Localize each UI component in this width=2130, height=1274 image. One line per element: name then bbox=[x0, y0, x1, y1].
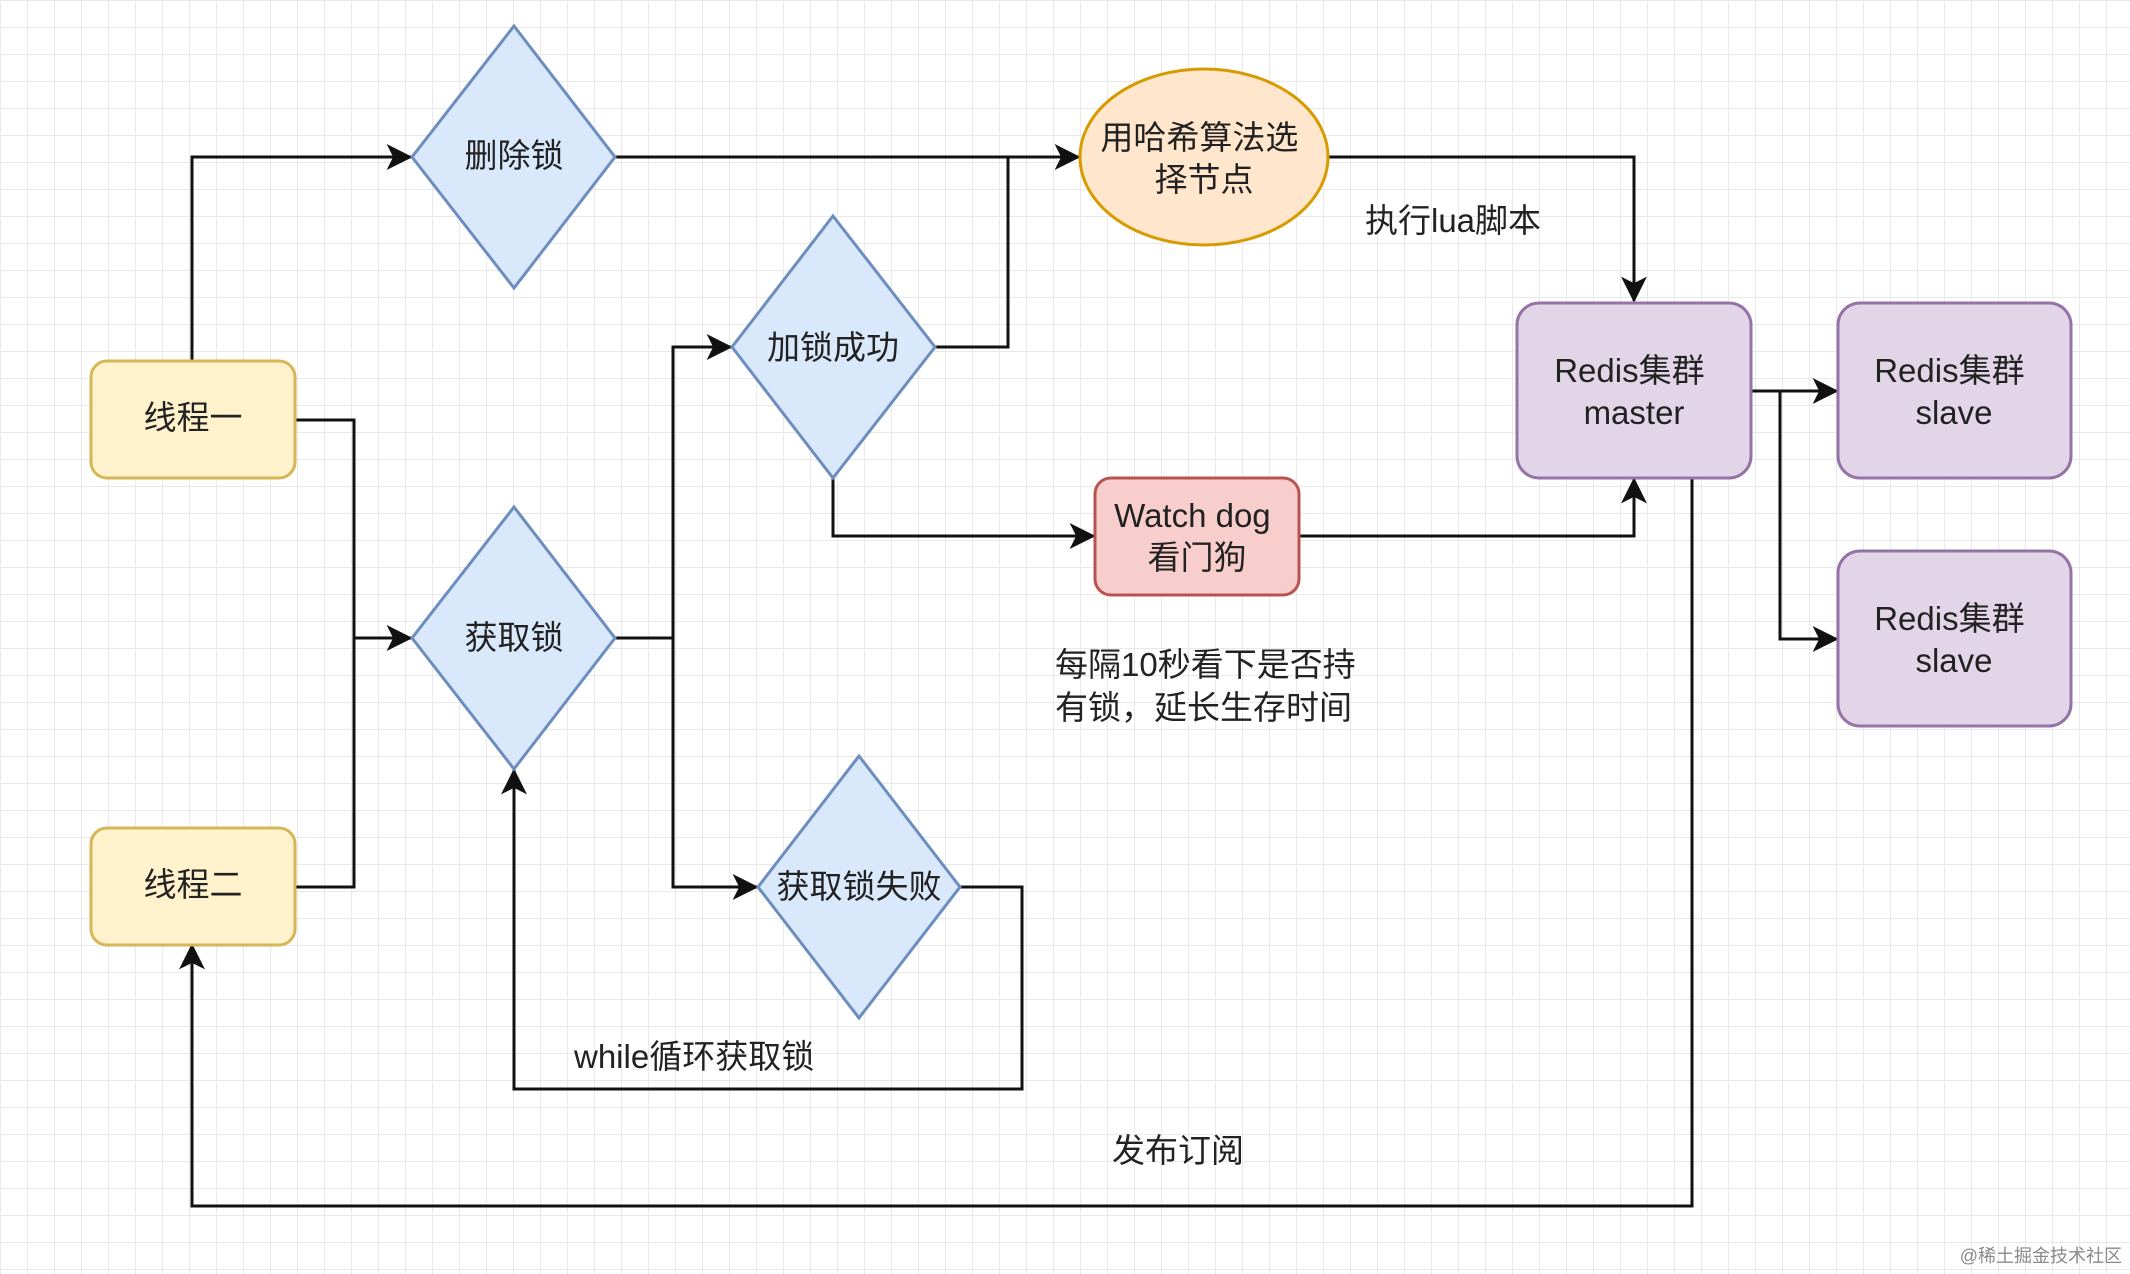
node-acquire-lock-label: 获取锁 bbox=[465, 619, 564, 656]
edge-thread2-to-acquire-lock bbox=[296, 638, 356, 889]
node-delete-lock-shape bbox=[410, 23, 617, 291]
node-redis-master-shape bbox=[1515, 301, 1753, 480]
edge-label-while-loop: while循环获取锁 bbox=[573, 1038, 814, 1075]
node-thread2-shape bbox=[89, 826, 297, 947]
edge-lock-fail-loop-to-acquire bbox=[501, 768, 1024, 1091]
edge-hash-to-redis-master bbox=[1328, 155, 1647, 303]
edge-lock-success-to-watchdog bbox=[831, 478, 1096, 549]
node-redis-master-label: Redis集群 master bbox=[1554, 352, 1714, 431]
node-delete-lock[interactable]: 删除锁 bbox=[410, 23, 617, 291]
node-lock-success-shape bbox=[730, 213, 937, 481]
node-redis-slave-1-label: Redis集群 slave bbox=[1874, 352, 2034, 431]
edge-thread1-to-acquire-lock bbox=[296, 418, 413, 651]
edge-acquire-to-lock-fail bbox=[671, 638, 759, 900]
node-lock-fail-shape bbox=[756, 753, 962, 1021]
node-thread1-label: 线程一 bbox=[144, 399, 243, 436]
node-acquire-lock-shape bbox=[410, 504, 617, 772]
node-thread2[interactable]: 线程二 bbox=[89, 826, 297, 947]
node-thread1-shape bbox=[89, 359, 297, 480]
edge-label-lua: 执行lua脚本 bbox=[1365, 202, 1541, 239]
node-lock-success-label: 加锁成功 bbox=[767, 329, 899, 366]
node-redis-slave-2[interactable]: Redis集群 slave bbox=[1836, 549, 2073, 728]
node-acquire-lock[interactable]: 获取锁 bbox=[410, 504, 617, 772]
edge-master-to-slave2 bbox=[1778, 391, 1839, 652]
node-watchdog[interactable]: Watch dog 看门狗 bbox=[1093, 476, 1301, 597]
node-redis-slave-1[interactable]: Redis集群 slave bbox=[1836, 301, 2073, 480]
watermark-text: @稀土掘金技术社区 bbox=[1960, 1246, 2122, 1266]
node-thread1[interactable]: 线程一 bbox=[89, 359, 297, 480]
edges bbox=[179, 144, 1839, 1208]
node-delete-lock-label: 删除锁 bbox=[465, 137, 564, 174]
node-hash-select-label: 用哈希算法选 择节点 bbox=[1100, 119, 1307, 198]
node-lock-fail[interactable]: 获取锁失败 bbox=[756, 753, 962, 1021]
node-redis-slave-2-shape bbox=[1836, 549, 2073, 728]
edge-label-pubsub: 发布订阅 bbox=[1112, 1132, 1244, 1169]
node-redis-slave-2-label: Redis集群 slave bbox=[1874, 600, 2034, 679]
node-hash-select[interactable]: 用哈希算法选 择节点 bbox=[1078, 67, 1330, 247]
edge-watchdog-to-redis-master bbox=[1299, 477, 1647, 538]
edge-master-pubsub-to-thread2 bbox=[179, 479, 1694, 1208]
node-thread2-label: 线程二 bbox=[144, 866, 243, 903]
node-redis-slave-1-shape bbox=[1836, 301, 2073, 480]
edge-label-watchdog-note: 每隔10秒看下是否持 有锁，延长生存时间 bbox=[1055, 646, 1365, 726]
node-watchdog-label: Watch dog 看门狗 bbox=[1114, 497, 1280, 576]
node-lock-success[interactable]: 加锁成功 bbox=[730, 213, 937, 481]
node-redis-master[interactable]: Redis集群 master bbox=[1515, 301, 1753, 480]
node-lock-fail-label: 获取锁失败 bbox=[777, 868, 942, 905]
edge-acquire-to-lock-success bbox=[615, 334, 733, 640]
node-watchdog-shape bbox=[1093, 476, 1301, 597]
edge-thread1-to-delete-lock bbox=[190, 144, 413, 360]
edge-lock-success-to-hash bbox=[935, 157, 1010, 349]
node-hash-select-shape bbox=[1078, 67, 1330, 247]
